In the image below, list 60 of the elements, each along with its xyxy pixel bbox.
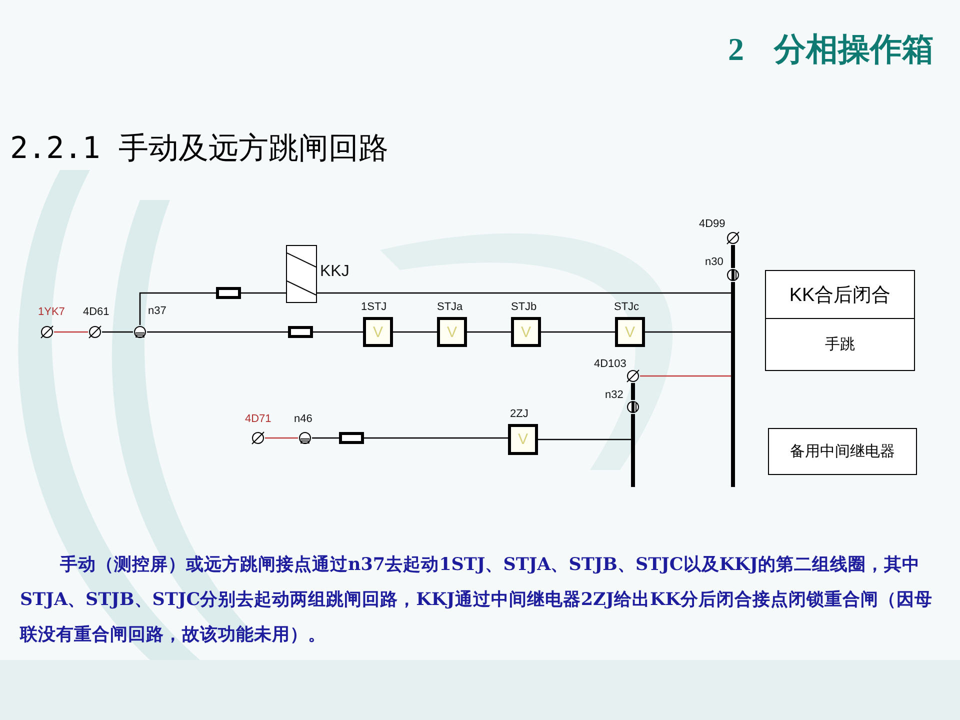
wire	[467, 331, 511, 333]
slide-title: 2 分相操作箱	[728, 30, 934, 69]
relay-contact: V	[615, 317, 645, 347]
relay-contact: V	[437, 317, 467, 347]
section-heading: 2.2.1 手动及远方跳闸回路	[10, 130, 388, 168]
wire	[241, 292, 286, 294]
relay-contact: V	[363, 317, 393, 347]
wire	[313, 331, 363, 333]
component-label: STJa	[437, 302, 463, 313]
component-label: 2ZJ	[510, 409, 528, 420]
terminal-symbol	[726, 231, 740, 245]
wire	[312, 437, 339, 439]
terminal-symbol	[251, 431, 265, 445]
component-label: 4D71	[245, 414, 272, 425]
wire	[538, 438, 631, 440]
component-label: KKJ	[320, 264, 350, 280]
wire	[54, 331, 88, 333]
wire	[541, 331, 615, 333]
connector-symbol	[298, 431, 312, 445]
relay-coil-symbol	[286, 245, 317, 303]
relay-contact: V	[508, 424, 538, 455]
component-label: 4D103	[594, 359, 626, 370]
component-label: n37	[148, 306, 166, 317]
resistor-symbol	[339, 432, 364, 444]
terminal-symbol	[40, 325, 54, 339]
bus-bar	[631, 420, 635, 487]
resistor-symbol	[216, 287, 241, 299]
wire	[393, 331, 437, 333]
wire	[640, 375, 731, 377]
component-label: n30	[705, 257, 724, 268]
component-label: n32	[605, 390, 624, 401]
component-label: n46	[294, 414, 312, 425]
connector-symbol	[133, 325, 147, 339]
connector-symbol	[726, 268, 740, 282]
wire	[364, 437, 508, 439]
bus-wire	[631, 383, 635, 400]
label-panel: KK合后闭合	[765, 270, 915, 319]
component-label: STJc	[614, 302, 640, 313]
bus-wire	[731, 282, 735, 290]
component-label: 1STJ	[361, 302, 387, 313]
description-paragraph: 手动（测控屏）或远方跳闸接点通过n37去起动1STJ、STJA、STJB、STJC以及KKJ的第二组线圈，其中STJA、STJB、STJC分别去起动两组跳闸回路，KKJ通过中间继电器2ZJ给出KK分后闭合接点闭锁重合闸（因母联没有重合闸回路，故该功能未用）。	[20, 554, 934, 647]
wire	[102, 331, 133, 333]
wire	[645, 331, 731, 333]
component-label: 4D99	[699, 219, 726, 230]
resistor-symbol	[288, 326, 313, 338]
label-panel: 备用中间继电器	[768, 428, 917, 475]
terminal-symbol	[626, 369, 640, 383]
bus-bar	[731, 290, 735, 487]
component-label: 1YK7	[38, 307, 65, 318]
wire	[265, 437, 298, 439]
wire	[317, 292, 731, 294]
wire	[139, 292, 216, 325]
label-panel: 手跳	[765, 318, 915, 371]
component-label: 4D61	[83, 307, 110, 318]
bus-wire	[731, 245, 735, 268]
bus-wire	[631, 414, 635, 420]
component-label: STJb	[511, 302, 537, 313]
wire	[147, 331, 288, 333]
terminal-symbol	[88, 325, 102, 339]
relay-contact: V	[511, 317, 541, 347]
